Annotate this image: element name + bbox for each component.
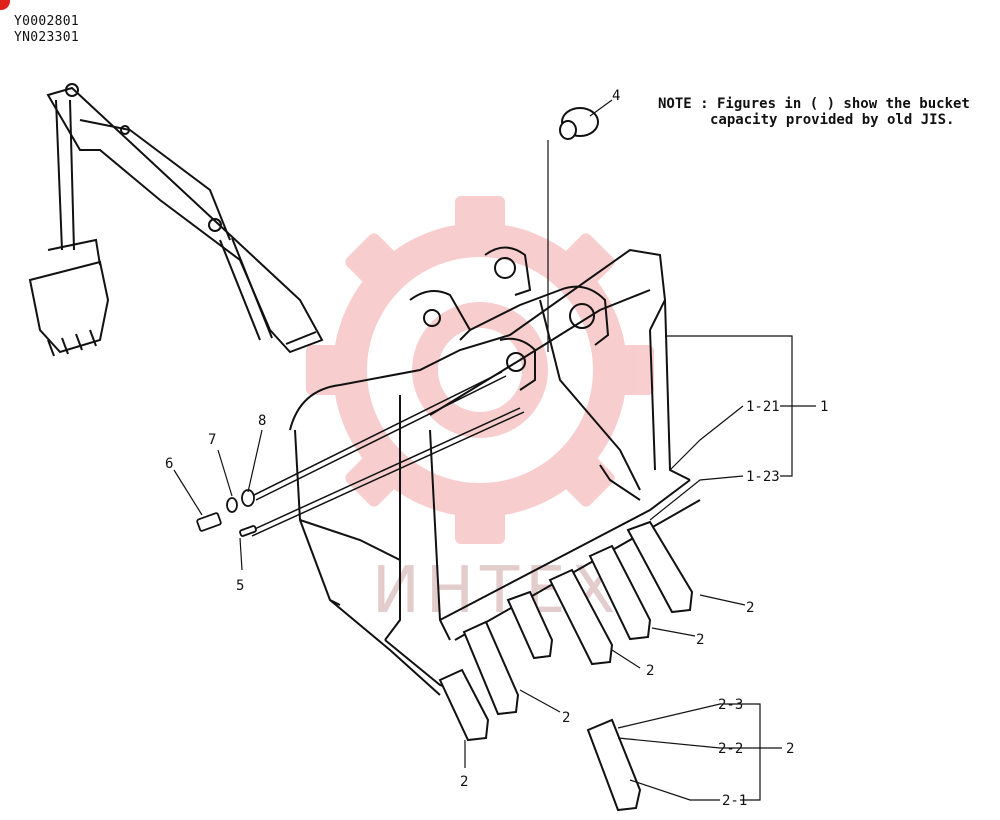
- callout-2-b: 2: [696, 632, 704, 648]
- callout-2-2: 2-2: [718, 741, 743, 757]
- watermark-gear-icon: [306, 196, 654, 544]
- red-corner-mark: [0, 0, 10, 10]
- bucket-body: [289, 248, 701, 696]
- callout-2-a: 2: [746, 600, 754, 616]
- mounting-bracket: [409, 246, 610, 391]
- part-code-1: Y0002801: [14, 14, 80, 29]
- callout-2-c: 2: [646, 663, 654, 679]
- part-codes: Y0002801 YN023301: [14, 14, 79, 46]
- part-code-2: YN023301: [14, 30, 80, 45]
- callout-6: 6: [165, 456, 173, 472]
- callout-1-21: 1-21: [746, 399, 780, 415]
- pin-washer-part-4: [559, 107, 599, 140]
- callout-2-1: 2-1: [722, 793, 747, 809]
- callout-1-23: 1-23: [746, 469, 780, 485]
- callout-leaders: [173, 99, 816, 801]
- callout-2-3: 2-3: [718, 697, 743, 713]
- note-line-2: capacity provided by old JIS.: [710, 112, 955, 128]
- excavator-arm-thumbnail: [28, 83, 324, 357]
- callout-1: 1: [820, 399, 828, 415]
- callout-2-d: 2: [562, 710, 570, 726]
- callout-labels: 4 1 1-21 1-23 2 2 2 2 2 2-3 2-2 2 2-1 5 …: [165, 88, 828, 809]
- bucket-teeth: [438, 520, 694, 812]
- callout-8: 8: [258, 413, 266, 429]
- callout-2-group: 2: [786, 741, 794, 757]
- pins: [247, 371, 525, 537]
- bolt-nut-assembly: [196, 489, 257, 537]
- callout-2-e: 2: [460, 774, 468, 790]
- callout-4: 4: [612, 88, 620, 104]
- callout-5: 5: [236, 578, 244, 594]
- callout-7: 7: [208, 432, 216, 448]
- note-line-1: NOTE : Figures in ( ) show the bucket: [658, 96, 970, 112]
- bucket-capacity-note: NOTE : Figures in ( ) show the bucket ca…: [658, 96, 970, 128]
